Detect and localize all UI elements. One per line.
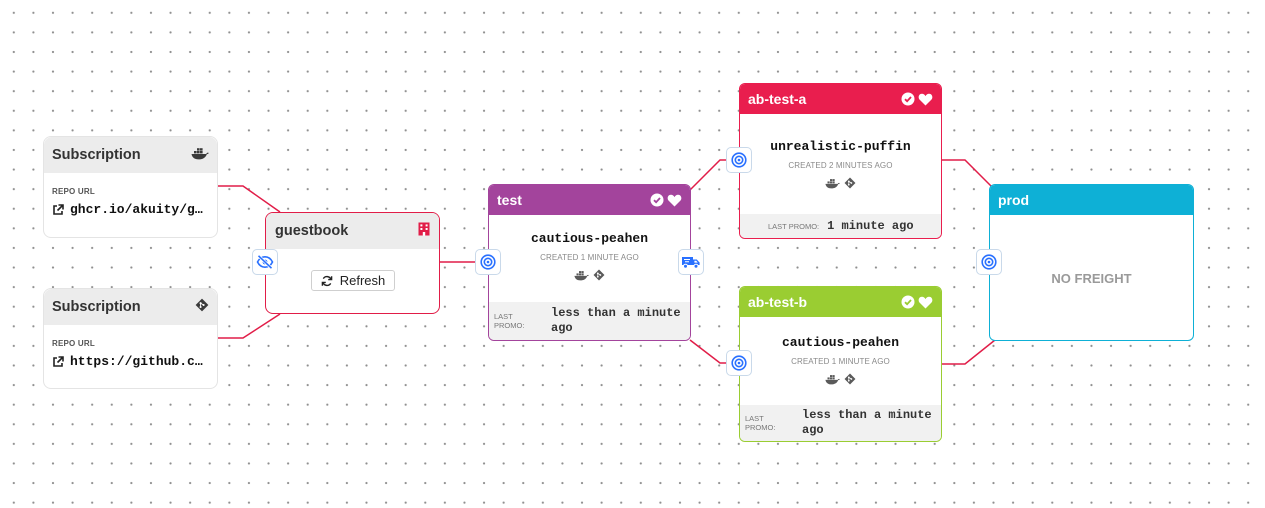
subscription-card-git[interactable]: Subscription REPO URL https://github.c…	[43, 288, 218, 389]
stage-name: test	[497, 192, 522, 208]
last-promo-label: LAST PROMO:	[768, 221, 820, 231]
docker-icon	[574, 270, 589, 280]
stage-test-promote-button[interactable]	[678, 249, 704, 275]
external-link-icon	[53, 203, 64, 215]
stage-prod[interactable]: prod NO FREIGHT	[989, 184, 1194, 341]
eye-slash-icon	[256, 255, 274, 269]
freight-name[interactable]: cautious-peahen	[781, 335, 900, 350]
warehouse-icon	[418, 222, 430, 240]
verified-check-icon	[901, 295, 915, 309]
edge-ab-test-a-prod	[942, 159, 996, 191]
last-promo-label: LAST PROMO:	[745, 414, 776, 432]
stage-ab-test-b[interactable]: ab-test-b cautious-peahen CREATED 1 MINU…	[739, 286, 942, 442]
docker-icon	[825, 178, 840, 188]
last-promotion: LAST PROMO: less than a minute ago	[489, 302, 690, 340]
repo-url-link[interactable]: https://github.c…	[70, 354, 203, 369]
target-icon	[480, 254, 496, 270]
refresh-icon	[321, 275, 333, 286]
target-icon	[731, 152, 747, 168]
stage-name: ab-test-a	[748, 91, 807, 107]
subscription-card-image[interactable]: Subscription REPO URL ghcr.io/akuity/g…	[43, 136, 218, 238]
verified-check-icon	[901, 92, 915, 106]
stage-name: prod	[998, 192, 1030, 208]
repo-url-label: REPO URL	[52, 339, 95, 348]
health-heart-icon	[667, 194, 682, 206]
docker-icon	[191, 147, 209, 164]
edge-sub2-guestbook	[217, 313, 281, 339]
stage-test-target-button[interactable]	[475, 249, 501, 275]
stage-name: ab-test-b	[748, 294, 808, 310]
refresh-button[interactable]: Refresh	[311, 270, 395, 291]
edge-sub1-guestbook	[217, 185, 281, 213]
freight-created: CREATED 1 MINUTE AGO	[791, 357, 890, 366]
stage-ab-test-b-target-button[interactable]	[726, 350, 752, 376]
last-promotion: LAST PROMO: less than a minute ago	[740, 405, 941, 441]
health-heart-icon	[918, 93, 933, 105]
git-icon	[844, 373, 856, 385]
truck-icon	[682, 257, 700, 269]
target-icon	[981, 254, 997, 270]
hide-subscriptions-button[interactable]	[252, 249, 278, 275]
git-icon	[195, 298, 209, 316]
last-promo-value: 1 minute ago	[827, 218, 914, 233]
last-promo-value: less than a minute ago	[551, 306, 681, 335]
stage-prod-target-button[interactable]	[976, 249, 1002, 275]
freight-created: CREATED 1 MINUTE AGO	[540, 253, 639, 262]
last-promo-label: LAST PROMO:	[494, 312, 525, 330]
verified-check-icon	[650, 193, 664, 207]
external-link-icon	[53, 355, 64, 367]
warehouse-card[interactable]: guestbook Refresh	[265, 212, 440, 314]
repo-url-label: REPO URL	[52, 187, 95, 196]
repo-url-link[interactable]: ghcr.io/akuity/g…	[70, 202, 203, 217]
edge-ab-test-b-prod	[942, 339, 996, 365]
subscription-title: Subscription	[52, 147, 141, 163]
refresh-label: Refresh	[339, 273, 386, 288]
freight-name[interactable]: unrealistic-puffin	[770, 139, 911, 154]
freight-name[interactable]: cautious-peahen	[530, 231, 649, 246]
warehouse-title: guestbook	[275, 223, 349, 239]
git-icon	[593, 269, 605, 281]
docker-icon	[825, 374, 840, 384]
stage-ab-test-a[interactable]: ab-test-a unrealistic-puffin CREATED 2 M…	[739, 83, 942, 239]
last-promo-value: less than a minute ago	[802, 408, 932, 437]
stage-test[interactable]: test cautious-peahen CREATED 1 MINUTE AG…	[488, 184, 691, 341]
subscription-title: Subscription	[52, 299, 141, 315]
freight-created: CREATED 2 MINUTES AGO	[788, 161, 893, 170]
no-freight-label: NO FREIGHT	[1051, 271, 1132, 286]
target-icon	[731, 355, 747, 371]
stage-ab-test-a-target-button[interactable]	[726, 147, 752, 173]
health-heart-icon	[918, 296, 933, 308]
git-icon	[844, 177, 856, 189]
last-promotion: LAST PROMO: 1 minute ago	[740, 214, 941, 238]
